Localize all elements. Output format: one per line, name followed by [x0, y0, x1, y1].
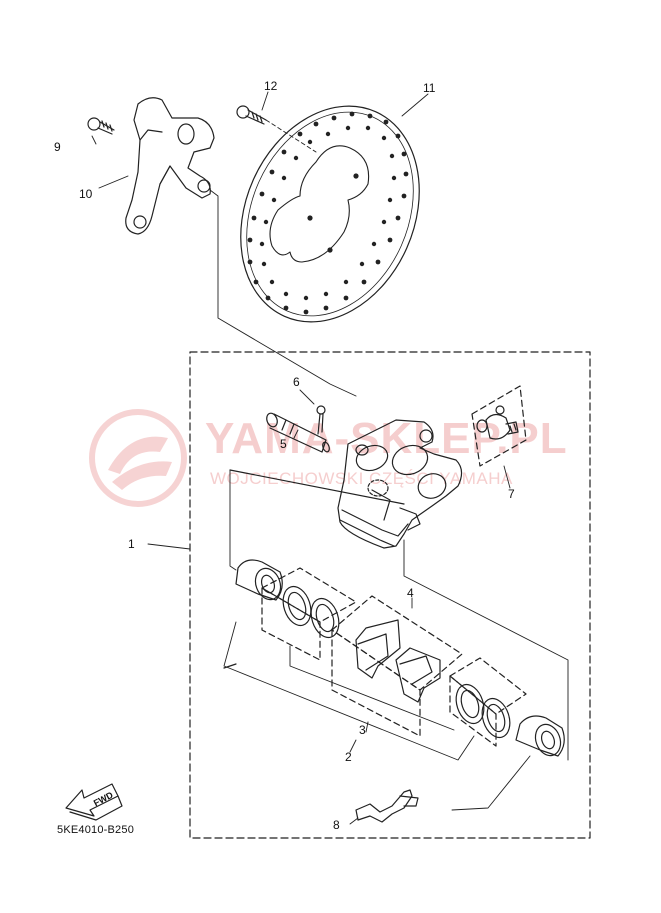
callout-12: 12: [264, 79, 278, 93]
callout-3: 3: [359, 723, 366, 737]
disc-holes: [247, 111, 409, 315]
callout-4: 4: [407, 586, 414, 600]
callout-2: 2: [345, 750, 352, 764]
caliper-bracket: [125, 97, 215, 235]
seal-group-left: [261, 567, 357, 661]
callout-5: 5: [280, 437, 287, 451]
brake-disc: [240, 105, 420, 323]
caliper-body: [337, 419, 463, 549]
part-code: 5KE4010-B250: [57, 824, 135, 836]
callout-11: 11: [423, 81, 436, 95]
slide-pin: [266, 412, 330, 453]
callout-1: 1: [128, 537, 135, 551]
callout-10: 10: [79, 187, 93, 201]
pin-clip: [316, 405, 326, 435]
callout-6: 6: [293, 375, 300, 389]
callout-8: 8: [333, 818, 340, 832]
bolt-9: [87, 117, 115, 135]
seal-group-right: [449, 657, 527, 747]
callout-7: 7: [508, 487, 515, 501]
fwd-arrow: [65, 783, 123, 821]
bolt-12: [236, 105, 267, 125]
brake-pads-group: [331, 595, 463, 737]
watermark-title: YAMA-SKLEP.PL: [205, 414, 568, 463]
assembly-frame: [189, 351, 591, 839]
piston-right: [515, 715, 565, 757]
pad-spring: [355, 789, 419, 823]
bleed-screw-group: [471, 385, 527, 467]
callout-9: 9: [54, 140, 61, 154]
